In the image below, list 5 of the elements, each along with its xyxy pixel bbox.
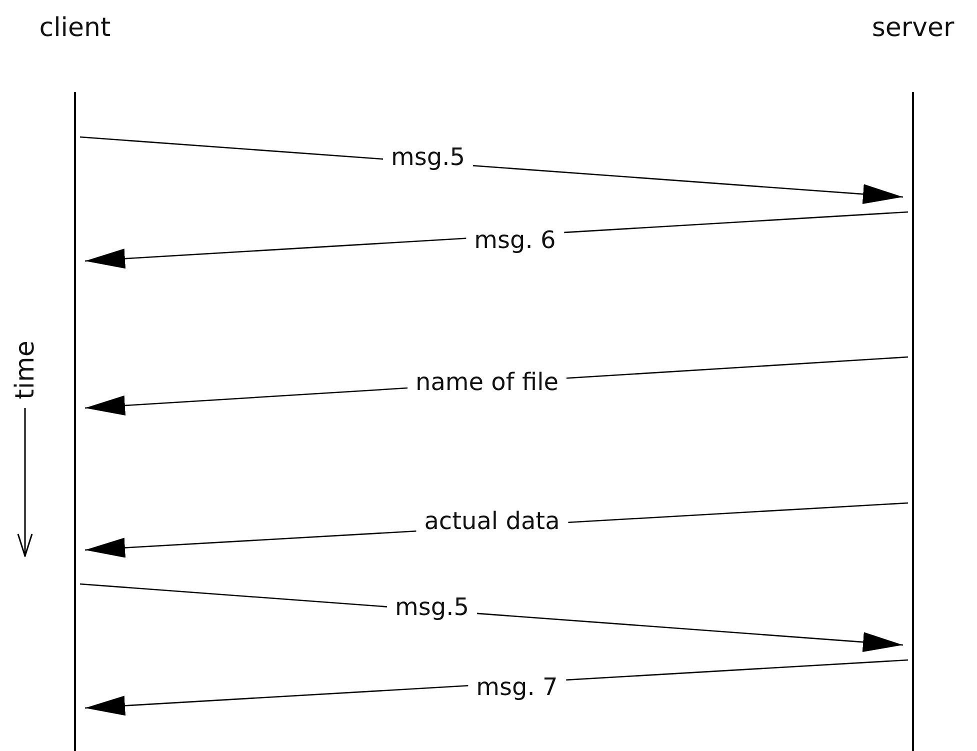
participant-label: server [870,12,956,45]
message-arrow [80,583,904,652]
axis-label: time [10,340,40,400]
participant-label: client [38,12,112,45]
message-arrow [80,136,904,204]
